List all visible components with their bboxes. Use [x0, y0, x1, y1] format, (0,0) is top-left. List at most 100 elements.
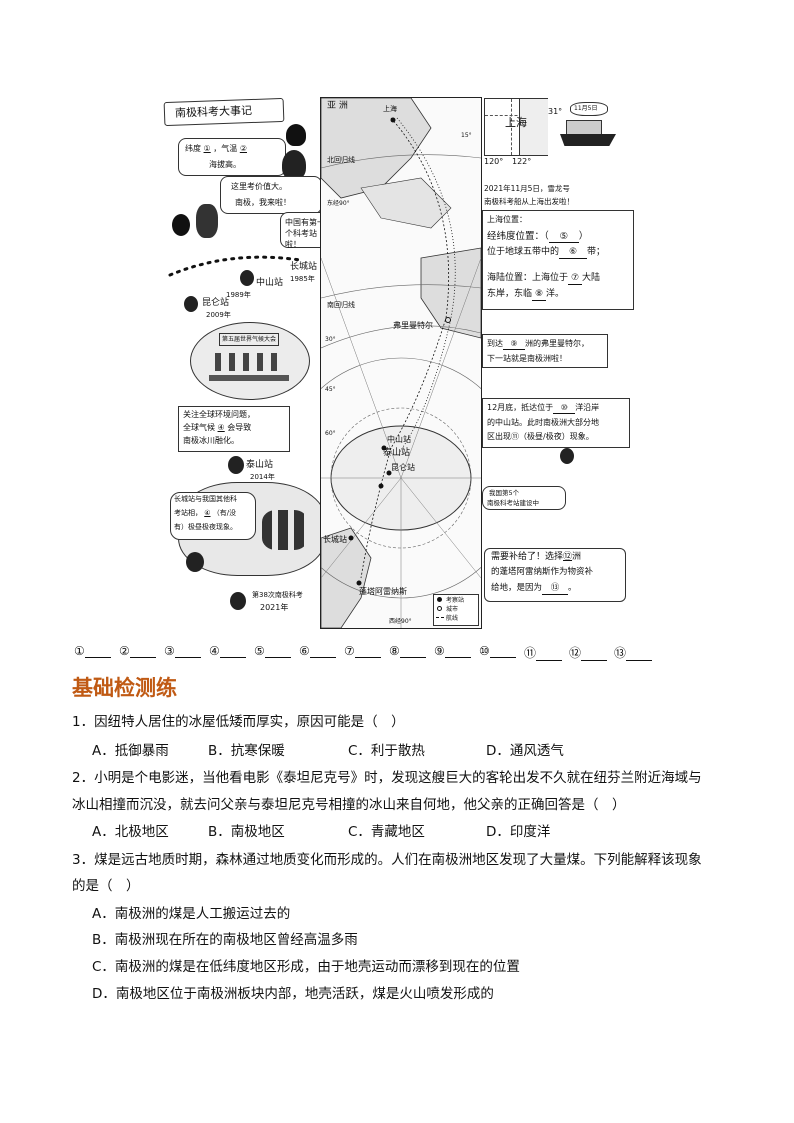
question-3-stem-line-1: 3．煤是远古地质时期，森林通过地质变化而形成的。人们在南极洲地区发现了大量煤。下…: [72, 852, 702, 868]
slot-label: ⑪: [524, 646, 537, 660]
question-2-stem-line-2: 冰山相撞而沉没，就去问父亲与泰坦尼克号相撞的冰山来自何地，他父亲的正确回答是（ …: [72, 797, 626, 813]
blank-1: ①: [203, 144, 211, 153]
penguin-icon: [184, 296, 198, 312]
question-1-option-c[interactable]: C．利于散热: [348, 743, 425, 759]
question-1-option-b[interactable]: B．抗寒保暖: [208, 743, 285, 759]
label-changcheng-year: 1985年: [290, 275, 315, 283]
answer-blank[interactable]: [626, 648, 653, 661]
map-label-fremantle: 弗里曼特尔: [393, 321, 433, 330]
table-icon: [209, 375, 289, 381]
answer-blank[interactable]: [84, 645, 111, 658]
question-3-option-a[interactable]: A．南极洲的煤是人工搬运过去的: [92, 906, 291, 922]
label-taishan-year: 2014年: [250, 473, 275, 481]
sup-text-0: 需要补给了！选择: [491, 552, 564, 562]
penguin-icon: [286, 124, 306, 146]
slot-label: ④: [209, 644, 220, 658]
label-zhongshan-year: 1989年: [226, 291, 251, 299]
question-3-option-d[interactable]: D．南极地区位于南极洲板块内部，地壳活跃，煤是火山喷发形成的: [92, 986, 494, 1002]
question-1-option-a[interactable]: A．抵御暴雨: [92, 743, 169, 759]
inset-lon1: 120°: [484, 157, 504, 166]
slot-label: ⑦: [344, 644, 355, 658]
slot-label: ⑨: [434, 644, 445, 658]
slot-label: ①: [74, 644, 85, 658]
blank-2: ②: [239, 144, 247, 153]
penguin-icon: [228, 456, 244, 474]
sh-text-10: 东岸，东临: [487, 289, 533, 299]
question-1-option-d[interactable]: D．通风透气: [486, 743, 564, 759]
answer-blank[interactable]: [536, 648, 563, 661]
question-3-option-b[interactable]: B．南极洲现在所在的南极地区曾经高温多雨: [92, 932, 358, 948]
map-label-lat60: 60°: [325, 430, 336, 437]
answer-blank[interactable]: [581, 648, 608, 661]
lat-text-3: 海拔高。: [209, 160, 241, 169]
answer-blank[interactable]: [354, 645, 381, 658]
blank-11: ⑪: [511, 432, 519, 441]
dec-text-6: （极昼/极夜）现象。: [519, 432, 594, 441]
question-3-stem-line-2: 的是（ ）: [72, 878, 140, 894]
answer-blank[interactable]: [309, 645, 336, 658]
map-label-asia: 亚 洲: [327, 101, 348, 111]
sh-text-6: 带；: [587, 247, 606, 257]
question-3-option-c[interactable]: C．南极洲的煤是在低纬度地区形成，由于地壳运动而漂移到现在的位置: [92, 959, 520, 975]
answer-blank[interactable]: [219, 645, 246, 658]
title-banner-text: 南极科考大事记: [174, 104, 253, 120]
sh-text-3: ）: [578, 231, 589, 242]
slot-label: ⑧: [389, 644, 400, 658]
station-text-2: 考站相，: [174, 509, 202, 517]
question-2-option-a[interactable]: A．北极地区: [92, 824, 169, 840]
departure-line-1: 2021年11月5日，雪龙号: [484, 184, 570, 193]
question-2-option-c[interactable]: C．青藏地区: [348, 824, 425, 840]
climate-text-2: 全球气候: [183, 423, 215, 432]
climate-box: 关注全球环境问题， 全球气候 ④ 会导致 南极冰川融化。: [178, 406, 290, 452]
blank-8: ⑧: [532, 289, 547, 301]
question-2-option-d[interactable]: D．印度洋: [486, 824, 551, 840]
blank-7: ⑦: [568, 273, 583, 285]
value-bubble: 这里考价值大。 南极，我来啦！: [220, 176, 322, 214]
slot-label: ⑤: [254, 644, 265, 658]
question-1-stem: 1．因纽特人居住的冰屋低矮而厚实，原因可能是（ ）: [72, 714, 405, 730]
dec-text-4: 区出现: [487, 432, 511, 441]
sh-text-1: 经纬度位置：（: [487, 231, 549, 242]
question-2-option-b[interactable]: B．南极地区: [208, 824, 285, 840]
fr-text-2: 洲的弗里曼特尔，: [525, 339, 589, 348]
answer-blank[interactable]: [264, 645, 291, 658]
penguin-icon: [240, 270, 254, 286]
fr-text-0: 到达: [487, 339, 503, 348]
penguin-icon: [230, 592, 246, 610]
fifth-station-tag: 我国第5个 南极科考站建设中: [482, 486, 566, 510]
ship-date-tag: 11月5日: [574, 105, 598, 112]
climate-text-4: 南极冰川融化。: [183, 436, 239, 445]
answer-blank[interactable]: [444, 645, 471, 658]
blank-3: ④: [217, 423, 225, 432]
map-label-lat15: 15°: [461, 132, 472, 139]
people-icon: [215, 353, 283, 371]
legend-city: 城市: [446, 606, 459, 613]
penguin-icon: [282, 150, 306, 180]
answer-blank[interactable]: [489, 645, 516, 658]
answer-blank[interactable]: [174, 645, 201, 658]
map-label-taishan: 泰山站: [383, 448, 411, 458]
map-label-punta: 蓬塔阿雷纳斯: [359, 587, 407, 596]
map-label-zhongshan: 中山站: [387, 435, 411, 444]
inset-lon2: 122°: [512, 157, 532, 166]
station-text-3: （有/没: [212, 509, 237, 517]
map-label-changcheng: 长城站: [323, 535, 347, 544]
answer-blank[interactable]: [129, 645, 156, 658]
map-label-north-tropic: 北回归线: [327, 156, 355, 164]
climate-text-3: 会导致: [227, 423, 252, 432]
label-zhongshan: 中山站: [256, 278, 284, 288]
question-2-stem-line-1: 2．小明是个电影迷，当他看电影《泰坦尼克号》时，发现这艘巨大的客轮出发不久就在纽…: [72, 770, 702, 786]
inset-city: 上海: [505, 116, 527, 129]
departure-line-2: 南极科考船从上海出发啦！: [484, 197, 574, 206]
climate-text-1: 关注全球环境问题，: [183, 410, 255, 419]
inset-lat: 31°: [548, 107, 563, 116]
map-graphic: [321, 98, 481, 628]
route-dots: [168, 255, 302, 277]
slot-label: ⑬: [614, 646, 627, 660]
answer-blank[interactable]: [399, 645, 426, 658]
sh-text-7: 海陆位置：上海位于: [487, 273, 569, 283]
answer-slots: ① ② ③ ④ ⑤ ⑥ ⑦ ⑧ ⑨ ⑩ ⑪ ⑫ ⑬: [74, 644, 664, 661]
ship-illustration: 11月5日: [560, 100, 618, 150]
